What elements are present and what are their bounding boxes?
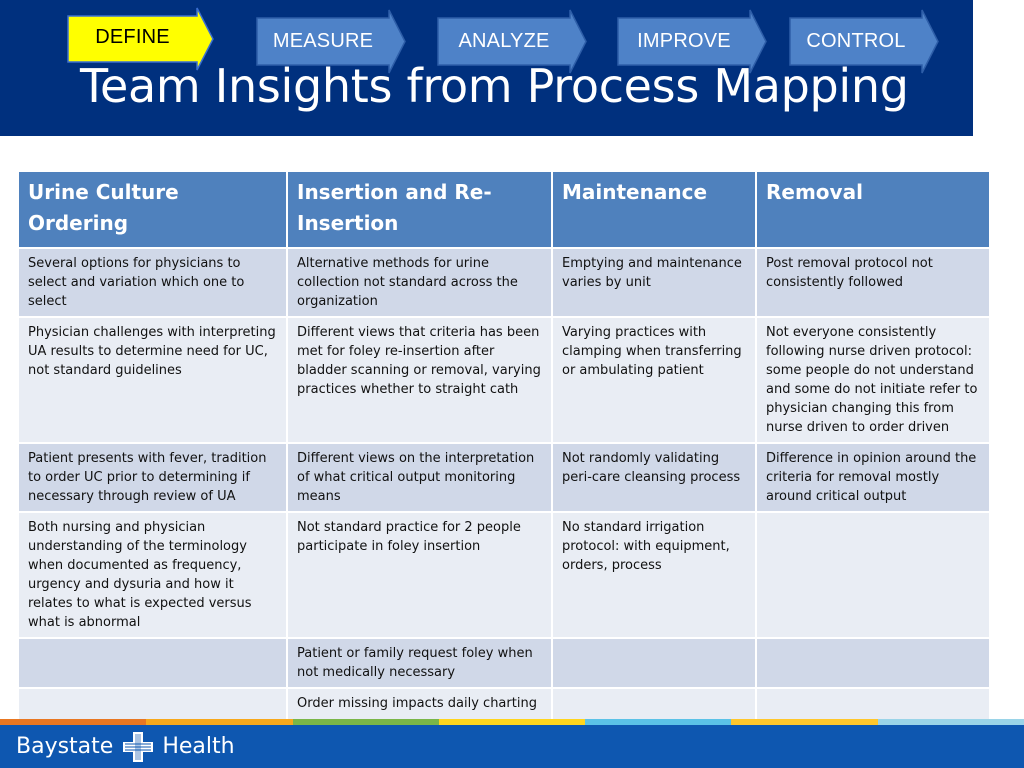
table-row: Both nursing and physician understanding… (17, 511, 991, 639)
stripe-segment (146, 719, 294, 725)
table-cell: Both nursing and physician understanding… (17, 511, 288, 639)
page-title: Team Insights from Process Mapping (80, 59, 909, 113)
column-header-urine-culture-ordering: Urine Culture Ordering (17, 170, 288, 249)
insights-table: Urine Culture Ordering Insertion and Re-… (17, 170, 991, 732)
table-cell (17, 637, 288, 689)
table-header-row: Urine Culture Ordering Insertion and Re-… (17, 170, 991, 249)
table-cell: Different views that criteria has been m… (286, 316, 553, 444)
baystate-cross-logo-icon (123, 731, 154, 762)
step-arrow-shape (617, 9, 767, 74)
table-row: Physician challenges with interpreting U… (17, 316, 991, 444)
table-row: Patient presents with fever, tradition t… (17, 442, 991, 513)
table-cell: Alternative methods for urine collection… (286, 247, 553, 318)
table-cell: Difference in opinion around the criteri… (755, 442, 991, 513)
table-cell: Different views on the interpretation of… (286, 442, 553, 513)
step-arrow-shape (437, 9, 587, 74)
table-cell: No standard irrigation protocol: with eq… (551, 511, 757, 639)
table-cell: Emptying and maintenance varies by unit (551, 247, 757, 318)
step-analyze: ANALYZE (437, 9, 587, 74)
table-cell: Not standard practice for 2 people parti… (286, 511, 553, 639)
brand-name-baystate: Baystate (16, 734, 114, 759)
table-cell: Patient presents with fever, tradition t… (17, 442, 288, 513)
step-measure: MEASURE (256, 9, 406, 74)
table-cell: Not everyone consistently following nurs… (755, 316, 991, 444)
table-cell (551, 637, 757, 689)
step-label: DEFINE (95, 25, 170, 48)
header-banner: DEFINE MEASURE ANALYZE IMPROVE CONTROL Team … (0, 0, 973, 136)
step-label: MEASURE (272, 30, 374, 52)
step-control: CONTROL (789, 9, 939, 74)
step-arrow-shape (256, 9, 406, 74)
brand-name-health: Health (162, 734, 235, 759)
table-cell: Not randomly validating peri-care cleans… (551, 442, 757, 513)
step-arrow-shape (67, 7, 214, 71)
dmaic-steps: DEFINE MEASURE ANALYZE IMPROVE CONTROL (0, 0, 1024, 74)
table-cell: Physician challenges with interpreting U… (17, 316, 288, 444)
table-cell (755, 637, 991, 689)
stripe-segment (438, 719, 587, 725)
step-arrow-shape (789, 9, 939, 74)
table-row: Several options for physicians to select… (17, 247, 991, 318)
stripe-segment (877, 719, 1024, 725)
step-label: ANALYZE (458, 30, 550, 52)
step-define: DEFINE (67, 7, 214, 71)
table-cell: Varying practices with clamping when tra… (551, 316, 757, 444)
column-header-maintenance: Maintenance (551, 170, 757, 249)
step-label: IMPROVE (637, 30, 731, 52)
stripe-segment (731, 719, 879, 725)
table-row: Patient or family request foley when not… (17, 637, 991, 689)
table-cell: Post removal protocol not consistently f… (755, 247, 991, 318)
table-cell: Several options for physicians to select… (17, 247, 288, 318)
stripe-segment (0, 719, 148, 725)
column-header-removal: Removal (755, 170, 991, 249)
step-improve: IMPROVE (617, 9, 767, 74)
brand-logo: Baystate Health (16, 725, 235, 768)
stripe-segment (585, 719, 733, 725)
stripe-segment (292, 719, 440, 725)
table-cell (755, 511, 991, 639)
column-header-insertion: Insertion and Re-Insertion (286, 170, 553, 249)
step-label: CONTROL (806, 30, 906, 52)
table-cell: Patient or family request foley when not… (286, 637, 553, 689)
footer-bar: Baystate Health (0, 725, 1024, 768)
